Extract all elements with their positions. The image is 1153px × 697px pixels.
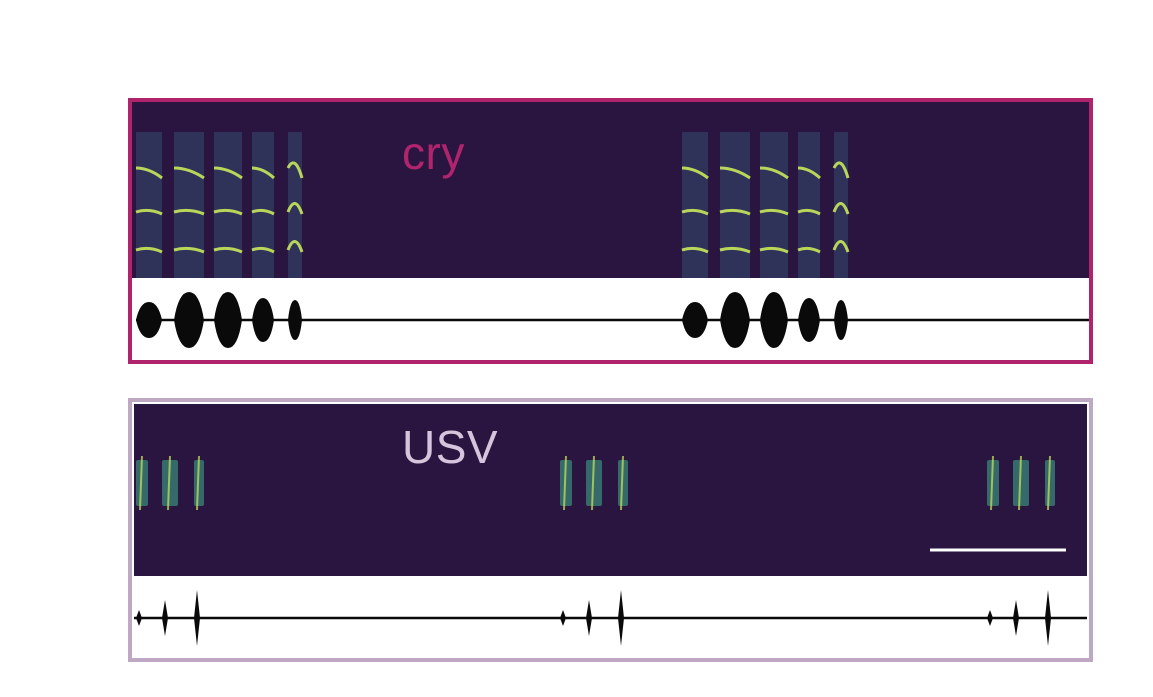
usv-waveform-spike — [560, 610, 566, 626]
usv-call-contour — [139, 455, 143, 511]
usv-waveform-spike — [194, 590, 200, 646]
cry-harmonic — [286, 202, 304, 215]
cry-harmonic — [213, 208, 243, 216]
cry-harmonic — [173, 208, 205, 216]
cry-spectral-column — [252, 132, 274, 278]
cry-spectrogram-bg — [132, 102, 1089, 278]
cry-harmonic — [135, 208, 163, 216]
usv-call-contour — [591, 455, 595, 511]
usv-waveform-spike — [987, 610, 993, 626]
cry-harmonic — [719, 246, 751, 254]
cry-spectral-column — [214, 132, 242, 278]
cry-harmonic — [173, 246, 205, 254]
cry-waveform-burst — [798, 298, 820, 342]
cry-spectral-column — [760, 132, 788, 278]
cry-harmonic — [719, 208, 751, 216]
usv-waveform-spike — [162, 600, 168, 636]
cry-harmonic — [173, 166, 205, 180]
usv-call-contour — [563, 455, 567, 511]
usv-call-contour — [167, 455, 171, 511]
cry-harmonic — [681, 246, 709, 254]
usv-call-contour — [1018, 455, 1022, 511]
cry-harmonic — [251, 246, 275, 254]
usv-call-contour — [1047, 455, 1051, 511]
cry-harmonic — [832, 240, 850, 253]
cry-harmonic — [832, 202, 850, 215]
cry-harmonic — [213, 166, 243, 180]
cry-waveform-burst — [136, 302, 162, 338]
cry-harmonic — [797, 166, 822, 180]
usv-waveform-spike — [618, 590, 624, 646]
cry-harmonic — [759, 208, 789, 216]
cry-waveform-burst — [174, 292, 204, 348]
usv-spectrogram-bg — [134, 404, 1087, 576]
usv-panel: USV — [128, 398, 1093, 662]
cry-waveform-burst — [760, 292, 788, 348]
cry-waveform-burst — [834, 300, 848, 340]
usv-waveform-spike — [1013, 600, 1019, 636]
usv-label: USV — [402, 421, 499, 473]
cry-harmonic — [251, 208, 275, 216]
usv-call-contour — [990, 455, 994, 511]
usv-waveform-spike — [586, 600, 592, 636]
cry-harmonic — [681, 166, 709, 180]
cry-harmonic — [135, 166, 163, 180]
cry-harmonic — [286, 240, 304, 253]
cry-harmonic — [286, 161, 304, 179]
usv-waveform-spike — [1045, 590, 1051, 646]
usv-call-contour — [620, 455, 624, 511]
cry-waveform-burst — [682, 302, 708, 338]
usv-waveform-spike — [136, 610, 142, 626]
cry-spectral-column — [720, 132, 750, 278]
cry-panel: cry — [128, 98, 1093, 364]
cry-harmonic — [213, 246, 243, 254]
cry-harmonic — [759, 166, 789, 180]
cry-waveform-burst — [720, 292, 750, 348]
cry-harmonic — [135, 246, 163, 254]
cry-harmonic — [681, 208, 709, 216]
cry-harmonic — [759, 246, 789, 254]
cry-waveform-burst — [288, 300, 302, 340]
cry-harmonic — [797, 208, 821, 216]
cry-spectral-column — [682, 132, 708, 278]
usv-spectrogram-and-waveform — [134, 404, 1087, 646]
cry-label: cry — [402, 127, 465, 179]
cry-harmonic — [251, 166, 276, 180]
cry-harmonic — [832, 161, 850, 179]
cry-spectrogram-and-waveform — [132, 102, 1089, 348]
cry-spectral-column — [174, 132, 204, 278]
cry-waveform-burst — [252, 298, 274, 342]
cry-waveform-burst — [214, 292, 242, 348]
cry-spectral-column — [798, 132, 820, 278]
cry-spectral-column — [136, 132, 162, 278]
usv-call-contour — [196, 455, 200, 511]
cry-harmonic — [719, 166, 751, 180]
cry-harmonic — [797, 246, 821, 254]
